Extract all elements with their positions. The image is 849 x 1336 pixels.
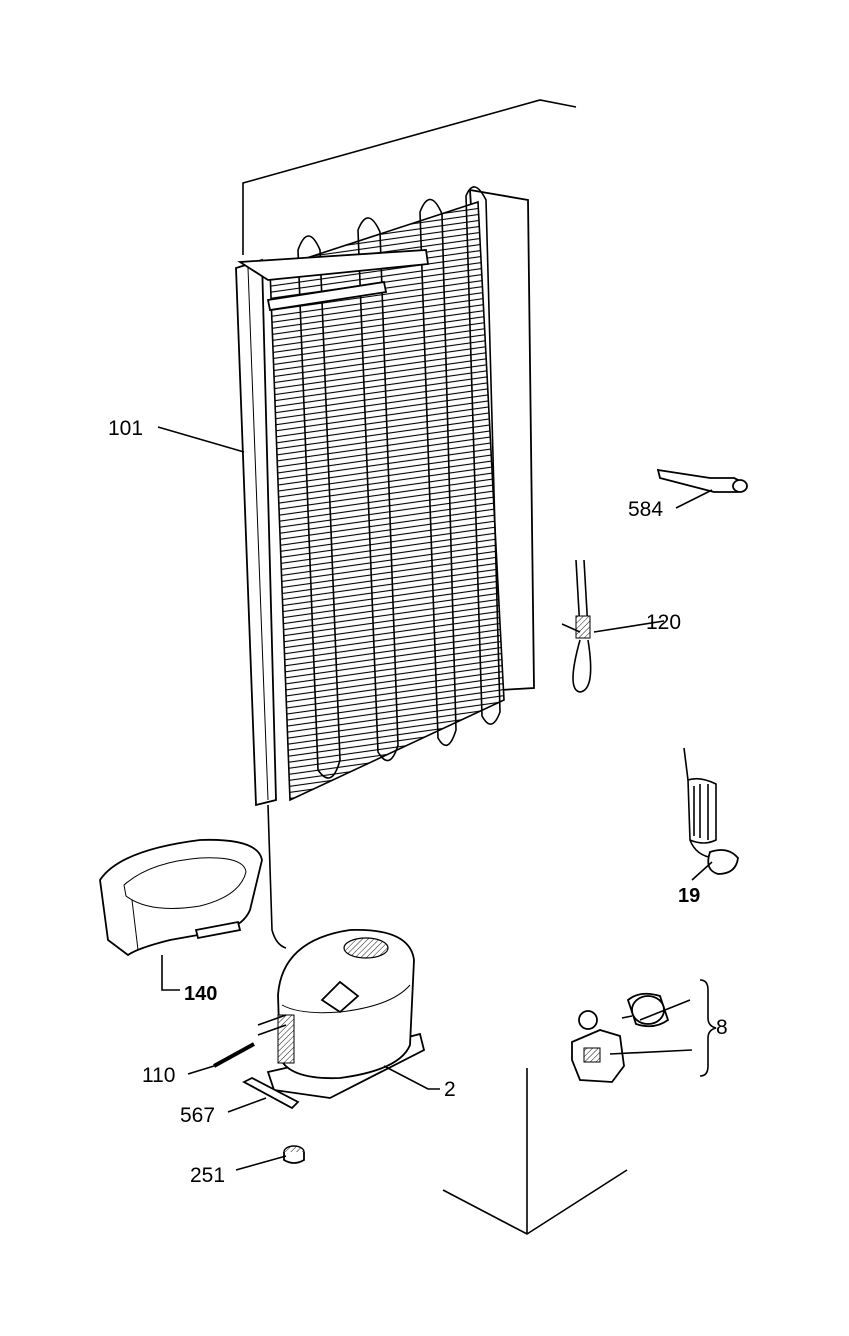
label-110: 110 (142, 1064, 175, 1087)
label-8: 8 (716, 1016, 728, 1039)
part-584-clip (656, 468, 748, 493)
drip-tray (99, 838, 263, 957)
label-2: 2 (444, 1078, 456, 1101)
label-140: 140 (184, 983, 217, 1005)
part-251-grommet (283, 1145, 305, 1164)
label-19: 19 (678, 885, 700, 907)
label-101: 101 (108, 417, 143, 440)
compressor (257, 929, 426, 1099)
label-584: 584 (628, 498, 663, 521)
label-251: 251 (190, 1164, 225, 1187)
label-120: 120 (646, 611, 681, 634)
part-110-pin (213, 1042, 255, 1068)
part-120-sensor (561, 559, 592, 693)
part-19-power-cord (683, 747, 739, 875)
label-567: 567 (180, 1104, 215, 1127)
condenser (235, 186, 535, 949)
cabinet-outline (242, 99, 628, 1235)
leader-lines (157, 426, 717, 1171)
part-8-relay (571, 992, 670, 1083)
part-567-bracket (242, 1076, 300, 1110)
